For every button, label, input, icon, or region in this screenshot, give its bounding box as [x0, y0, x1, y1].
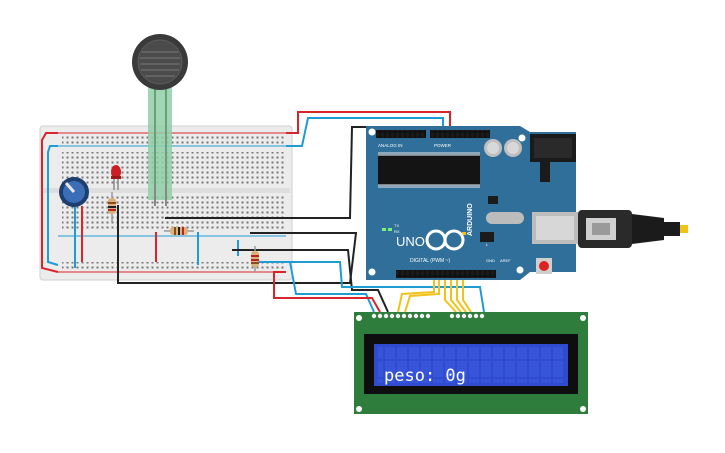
arduino-l-label: L	[486, 242, 489, 247]
wire-lcd-blue2	[252, 261, 485, 313]
arduino-model: UNO	[396, 234, 425, 249]
arduino-power-label: POWER	[434, 143, 452, 148]
wire-lcd-vdd	[273, 271, 381, 313]
arduino-analog-label: ANALOG IN	[378, 143, 403, 148]
wire-5v	[286, 111, 451, 134]
lcd-display[interactable]	[354, 312, 588, 414]
resistor-fsr[interactable]	[164, 227, 194, 235]
force-sensor[interactable]	[132, 34, 188, 206]
arduino-rx-label: RX	[394, 229, 400, 234]
usb-connector-icon[interactable]	[532, 210, 688, 248]
wire-gnd-top	[286, 117, 444, 147]
potentiometer[interactable]	[59, 177, 89, 207]
wires	[41, 111, 485, 313]
wire-lcd-data	[397, 274, 472, 313]
resistor-backlight[interactable]	[251, 246, 259, 272]
arduino-brand: ARDUINO	[467, 203, 474, 236]
dc-jack-icon	[530, 134, 576, 162]
arduino-tx-label: TX	[394, 223, 399, 228]
reset-button-icon[interactable]	[536, 258, 552, 274]
breadboard[interactable]	[39, 125, 293, 281]
red-led[interactable]	[111, 165, 121, 190]
wire-left-red	[41, 132, 59, 273]
wire-lcd-rs	[232, 249, 389, 313]
resistor-led[interactable]	[108, 192, 116, 222]
arduino-gnd-label: GND	[486, 258, 495, 263]
wire-left-blue	[47, 145, 59, 266]
wire-gnd-bottom	[117, 205, 358, 284]
lcd-text-line-1: peso: 0g	[384, 366, 466, 386]
arduino-digital-label: DIGITAL (PWM ~)	[410, 258, 450, 264]
arduino-uno[interactable]	[366, 126, 576, 280]
arduino-logo-icon	[425, 229, 465, 251]
arduino-aref-label: AREF	[500, 258, 511, 263]
